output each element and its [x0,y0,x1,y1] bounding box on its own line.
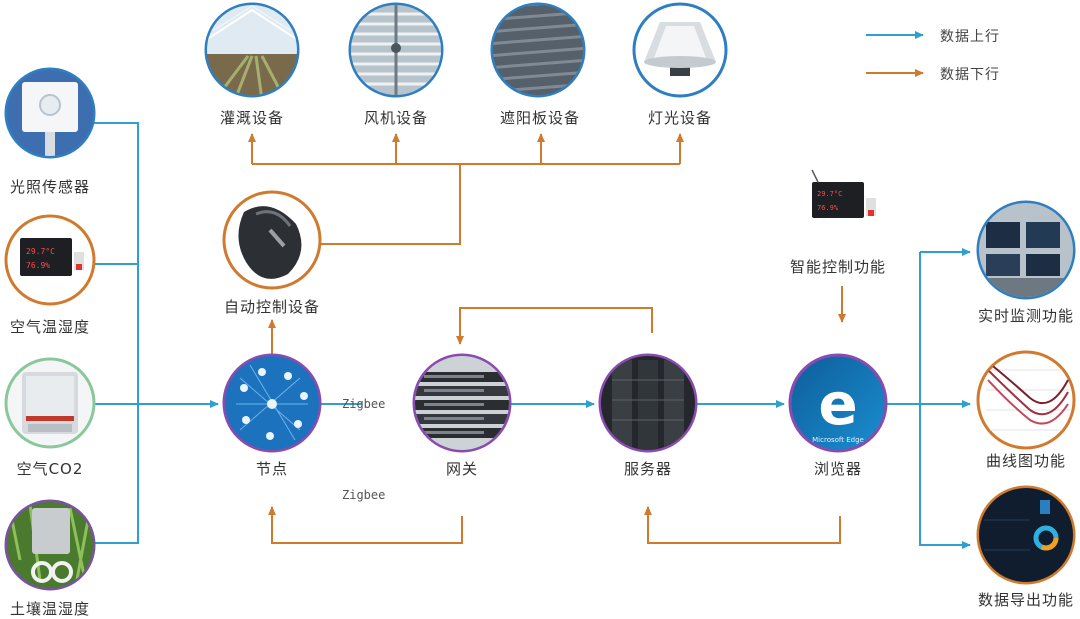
edge-logo-icon: e [818,370,857,438]
function-export [976,485,1076,585]
smart-control-device: 29.7°C 76.9% [811,169,876,218]
svg-text:76.9%: 76.9% [26,261,50,270]
device-light [632,2,728,98]
legend-down-label: 数据下行 [940,67,1000,83]
downstream-lines [248,133,846,544]
gateway-circle [412,353,512,453]
device-fan [348,2,444,98]
device-shade [490,2,586,98]
sensor-label-co2: 空气CO2 [16,460,84,478]
sensor-label-soil: 土壤温湿度 [9,600,91,618]
function-label-export: 数据导出功能 [977,591,1075,609]
function-label-monitor: 实时监测功能 [977,307,1075,325]
auto-control-label: 自动控制设备 [223,298,321,316]
browser-label: 浏览器 [813,460,863,478]
device-irrigation [204,2,300,98]
sensor-air-temp-humidity: 29.7°C 76.9% [4,214,96,306]
browser-circle: e Microsoft Edge [788,353,888,453]
function-monitor [976,200,1076,300]
browser-brand: Microsoft Edge [812,436,864,444]
protocol-label-up: Zigbee [342,397,386,411]
function-curve [976,350,1076,450]
node-circle [222,353,322,453]
node-label: 节点 [255,460,289,478]
device-label-irrigation: 灌溉设备 [219,109,285,127]
sensor-label-air: 空气温湿度 [9,318,91,336]
svg-text:29.7°C: 29.7°C [26,247,55,256]
upstream-lines [93,122,971,549]
device-label-light: 灯光设备 [647,109,713,127]
sensor-light [4,67,96,159]
legend-up-label: 数据上行 [940,29,1000,45]
device-label-fan: 风机设备 [363,109,429,127]
device-label-shade: 遮阳板设备 [499,109,581,127]
svg-text:76.9%: 76.9% [817,204,839,212]
sensor-co2 [4,357,96,449]
server-label: 服务器 [623,460,673,478]
function-label-curve: 曲线图功能 [985,452,1067,470]
sensor-label-light: 光照传感器 [9,178,91,196]
svg-text:29.7°C: 29.7°C [817,190,842,198]
sensor-soil [4,499,96,591]
protocol-label-down: Zigbee [342,488,386,502]
smart-control-label: 智能控制功能 [789,258,887,276]
server-circle [598,353,698,453]
gateway-label: 网关 [445,460,479,478]
legend [866,31,924,77]
auto-control-device [222,190,322,290]
